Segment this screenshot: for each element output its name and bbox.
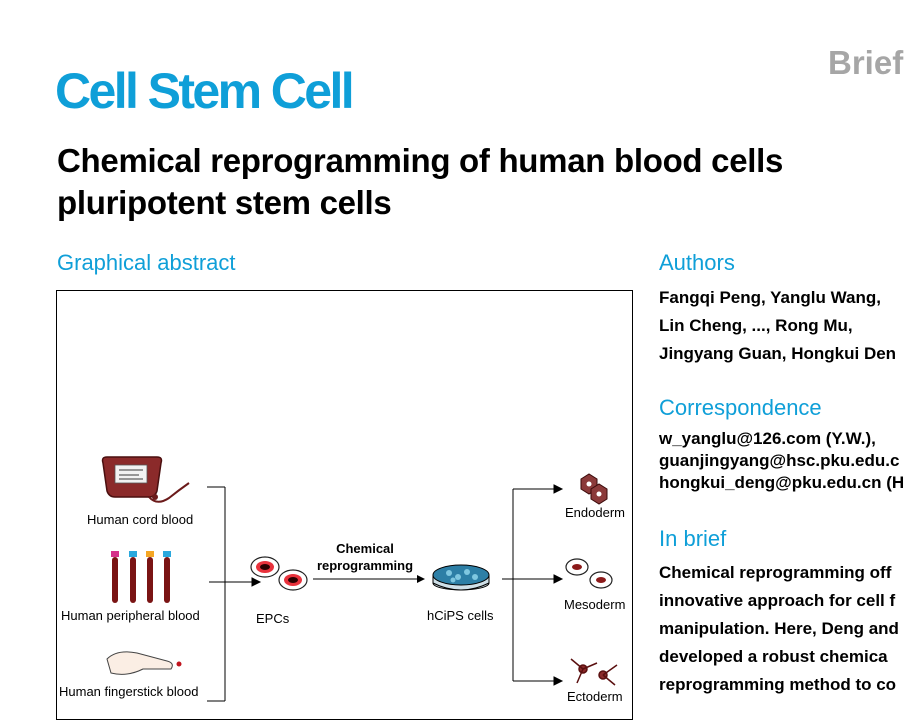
epcs-label: EPCs	[256, 611, 290, 626]
authors-line: Fangqi Peng, Yanglu Wang,	[659, 288, 881, 307]
in-brief-line: Chemical reprogramming off	[659, 563, 892, 582]
reprogramming-label: Chemical reprogramming	[305, 540, 425, 574]
in-brief-line: reprogramming method to co	[659, 675, 897, 694]
authors-line: Lin Cheng, ..., Rong Mu,	[659, 316, 853, 335]
correspondence-email[interactable]: hongkui_deng@pku.edu.cn (H	[659, 473, 905, 492]
fingerstick-blood-label: Human fingerstick blood	[59, 684, 199, 699]
correspondence-list: w_yanglu@126.com (Y.W.), guanjingyang@hs…	[659, 428, 904, 494]
journal-logo: Cell Stem Cell	[55, 63, 355, 119]
article-title: Chemical reprogramming of human blood ce…	[57, 140, 920, 224]
reprogramming-label-line-1: Chemical	[336, 541, 394, 556]
article-type-label: Brief	[828, 44, 904, 81]
endoderm-label: Endoderm	[565, 505, 625, 520]
title-line-1: Chemical reprogramming of human blood ce…	[57, 142, 784, 179]
cord-blood-label: Human cord blood	[87, 512, 194, 527]
fingerstick-hand-icon	[106, 651, 182, 675]
in-brief-line: innovative approach for cell f	[659, 591, 896, 610]
correspondence-email[interactable]: guanjingyang@hsc.pku.edu.c	[659, 451, 900, 470]
petri-dish-icon	[432, 564, 490, 591]
endoderm-cells-icon	[580, 473, 608, 505]
mesoderm-cells-icon	[565, 558, 613, 589]
in-brief-line: manipulation. Here, Deng and	[659, 619, 899, 638]
correspondence-email[interactable]: w_yanglu@126.com (Y.W.),	[659, 429, 876, 448]
ectoderm-label: Ectoderm	[567, 689, 623, 704]
in-brief-heading: In brief	[659, 526, 727, 551]
authors-line: Jingyang Guan, Hongkui Den	[659, 344, 897, 363]
sources-bracket	[207, 486, 262, 702]
in-brief-text: Chemical reprogramming off innovative ap…	[659, 559, 899, 699]
authors-heading: Authors	[659, 250, 735, 275]
in-brief-line: developed a robust chemica	[659, 647, 888, 666]
epc-cells-icon	[250, 556, 308, 591]
title-line-2: pluripotent stem cells	[57, 184, 392, 221]
mesoderm-label: Mesoderm	[564, 597, 626, 612]
graphical-abstract-heading: Graphical abstract	[57, 250, 236, 275]
hcips-label: hCiPS cells	[427, 608, 494, 623]
authors-list: Fangqi Peng, Yanglu Wang, Lin Cheng, ...…	[659, 284, 896, 368]
ectoderm-cells-icon	[570, 658, 618, 686]
graphical-abstract-figure: Human cord blood Human peripheral blood …	[56, 290, 633, 720]
reprogramming-arrow	[313, 575, 425, 583]
correspondence-heading: Correspondence	[659, 395, 822, 420]
peripheral-blood-label: Human peripheral blood	[61, 608, 200, 623]
blood-bag-icon	[101, 456, 190, 503]
graphical-abstract-drawing	[101, 456, 618, 702]
reprogramming-label-line-2: reprogramming	[316, 558, 414, 573]
lineage-arrows	[502, 484, 564, 686]
blood-tubes-icon	[111, 551, 171, 603]
